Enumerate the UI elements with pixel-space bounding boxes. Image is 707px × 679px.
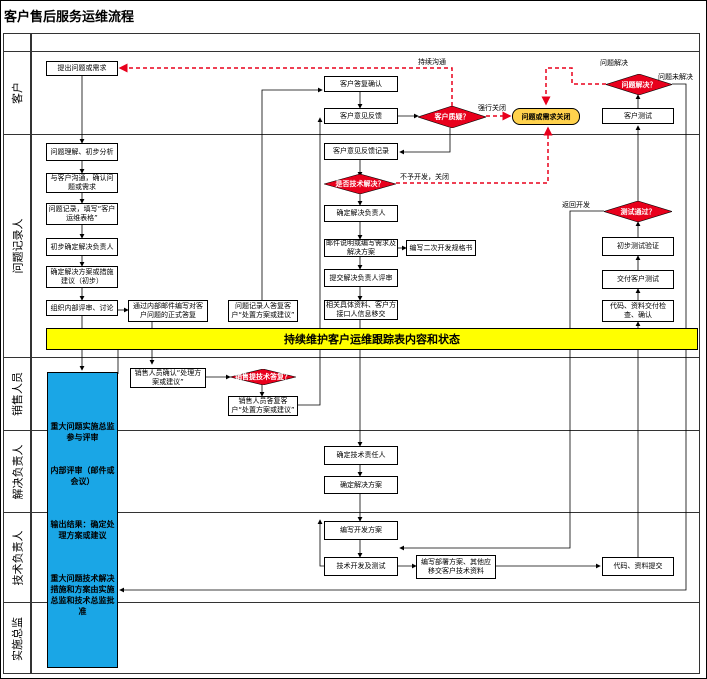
- decision-customer-doubt: 客户质疑？: [418, 106, 486, 128]
- note-solved: 问题解决: [600, 59, 628, 67]
- decision-test-pass: 测试通过？: [604, 201, 672, 222]
- write-requirement-box: 邮件说明或编写需求及解决方案: [324, 239, 398, 257]
- note-unsolved: 问题未解决: [658, 73, 693, 81]
- deliver-test-box: 交付客户测试: [602, 270, 674, 289]
- formal-reply-box: 通过内部邮件编写对客户问题的正式答复: [128, 300, 208, 322]
- bluebar-text: 重大问题技术解决措施和方案由实施总监和技术总监批准: [50, 574, 115, 616]
- assign-owner-box: 初步确定解决负责人: [46, 238, 118, 256]
- decision-sales-reply: 销售提技术答复？: [230, 369, 296, 385]
- decision-problem-solved: 问题解决？: [606, 74, 672, 95]
- lane-divider: [3, 51, 700, 52]
- lane-label-column: [3, 33, 31, 674]
- dev-spec-box: 编写二次开发规格书: [406, 240, 476, 256]
- lane-divider: [3, 430, 700, 431]
- bluebar-text: 内部评审（邮件或会议）: [50, 466, 115, 486]
- recorder-reply-box: 问题记录人答复客户“处置方案或建议”: [228, 300, 298, 322]
- note-no-dev-close: 不予开发，关闭: [400, 173, 449, 181]
- close-request-pill: 问题或需求关闭: [512, 108, 580, 125]
- bluebar-text: 输出结果：确定处理方案或建议: [50, 520, 115, 540]
- dev-plan-box: 编写开发方案: [324, 521, 398, 540]
- maintenance-banner: 持续维护客户运维跟踪表内容和状态: [46, 328, 698, 350]
- customer-confirm-box: 客户答复确认: [324, 76, 398, 92]
- feedback-record-box: 客户意见反馈记录: [324, 143, 398, 160]
- assign-tech-owner-box: 确定技术责任人: [324, 446, 398, 465]
- analyze-box: 问题理解、初步分析: [46, 143, 118, 161]
- decide-solution-box: 确定解决方案: [324, 476, 398, 494]
- dev-test-box: 技术开发及测试: [324, 557, 398, 576]
- lane-divider: [3, 357, 700, 358]
- lanes-area: [31, 33, 700, 674]
- lane-divider: [3, 134, 700, 135]
- customer-feedback-box: 客户意见反馈: [324, 108, 398, 124]
- deploy-plan-box: 编写部署方案、其他应移交客户技术资料: [416, 555, 496, 579]
- code-submit-box: 代码、资料提交: [602, 557, 674, 576]
- initial-solution-box: 确定解决方案或措施建议（初步）: [46, 266, 118, 288]
- lane-divider: [3, 512, 700, 513]
- note-back-to-dev: 返回开发: [562, 201, 590, 209]
- decision-tech-solve: 是否技术解决？: [324, 174, 396, 194]
- note-keep-communicating: 持续沟通: [418, 58, 446, 66]
- communicate-box: 与客户沟通，确认问题或需求: [46, 173, 118, 193]
- note-force-close: 强行关闭: [478, 104, 506, 112]
- bluebar-text: 重大问题实施总监参与评审: [50, 422, 115, 442]
- sales-reply-box: 销售人员答复客户“处置方案或建议”: [228, 396, 298, 416]
- submit-request-box: 提出问题或需求: [46, 61, 118, 76]
- delivery-check-box: 代码、资料交付检查、确认: [602, 300, 674, 322]
- record-box: 问题记录，填写“客户运维表格”: [46, 203, 118, 225]
- internal-review-box: 组织内部评审、讨论: [46, 300, 118, 316]
- customer-test-box: 客户测试: [602, 108, 674, 124]
- page-title: 客户售后服务运维流程: [4, 10, 135, 25]
- handover-box: 相关具体资料、客户方接口人信息移交: [324, 300, 398, 320]
- sales-confirm-box: 销售人员确认“处理方案或建议”: [130, 368, 206, 388]
- lane-divider: [3, 602, 700, 603]
- assign-solution-owner-box: 确定解决负责人: [324, 205, 398, 222]
- initial-verify-box: 初步测试验证: [602, 237, 674, 256]
- submit-review-box: 提交解决负责人评审: [324, 269, 398, 287]
- director-review-bar: 重大问题实施总监参与评审 内部评审（邮件或会议） 输出结果：确定处理方案或建议 …: [47, 372, 118, 668]
